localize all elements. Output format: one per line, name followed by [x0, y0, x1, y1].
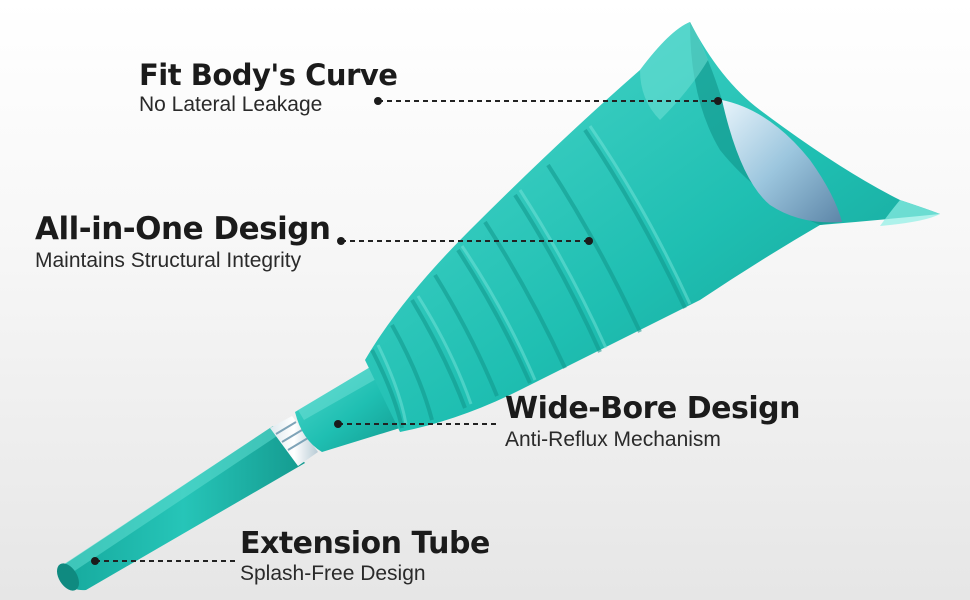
- connector-ring: [270, 416, 318, 466]
- callout-subtitle: Anti-Reflux Mechanism: [505, 428, 721, 451]
- callout-subtitle: No Lateral Leakage: [139, 93, 323, 116]
- leader-dot: [374, 97, 382, 105]
- leader-dot: [337, 237, 345, 245]
- callout-subtitle: Splash-Free Design: [240, 562, 426, 585]
- funnel-neck: [295, 366, 400, 452]
- callout-extension-tube: Extension Tube Splash-Free Design: [240, 526, 490, 586]
- callout-title: All-in-One Design: [35, 211, 331, 247]
- leader-dot: [91, 557, 99, 565]
- callout-title: Fit Body's Curve: [139, 58, 398, 92]
- callout-wide-bore-design: Wide-Bore Design Anti-Reflux Mechanism: [505, 391, 800, 452]
- leader-dot: [334, 420, 342, 428]
- callout-subtitle: Maintains Structural Integrity: [35, 249, 302, 272]
- leader-dots: [91, 97, 722, 565]
- callout-fit-body-curve: Fit Body's Curve No Lateral Leakage: [139, 58, 398, 117]
- callout-all-in-one-design: All-in-One Design Maintains Structural I…: [35, 211, 331, 273]
- funnel-body: [365, 22, 940, 432]
- leader-dot: [585, 237, 593, 245]
- leader-lines: [95, 100, 718, 562]
- callout-title: Wide-Bore Design: [505, 391, 800, 426]
- callout-title: Extension Tube: [240, 526, 490, 561]
- extension-tube: [56, 426, 305, 591]
- leader-dot: [714, 97, 722, 105]
